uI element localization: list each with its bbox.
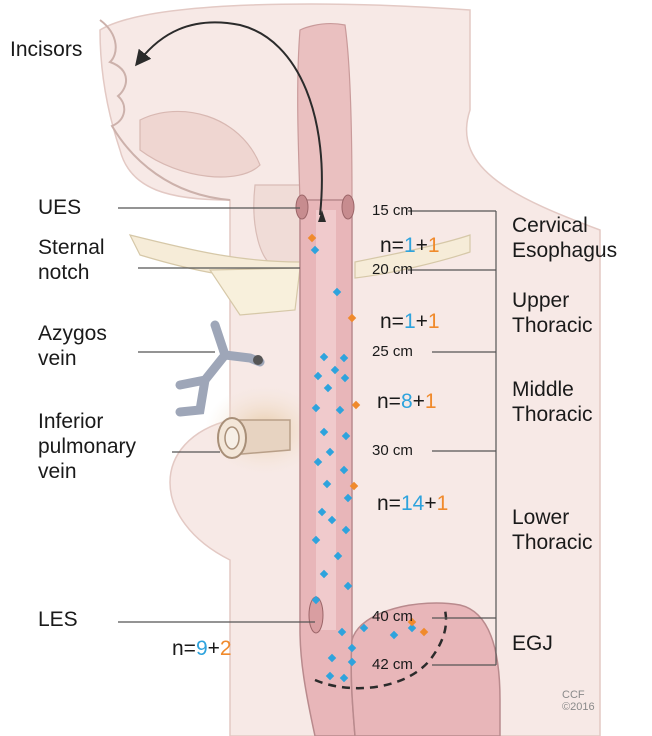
depth-25cm: 25 cm	[372, 343, 413, 360]
count-upper: n=1+1	[380, 310, 440, 334]
count-cervical: n=1+1	[380, 234, 440, 258]
segment-upper-thoracic: Upper Thoracic	[512, 289, 593, 339]
label-azygos-vein: Azygos vein	[38, 322, 107, 372]
pharynx	[298, 24, 352, 200]
count-egj: n=9+2	[172, 637, 232, 661]
label-ues: UES	[38, 196, 81, 221]
copyright: CCF ©2016	[562, 690, 595, 713]
depth-30cm: 30 cm	[372, 442, 413, 459]
esophagus-lumen	[316, 210, 336, 630]
depth-40cm: 40 cm	[372, 608, 413, 625]
segment-egj: EGJ	[512, 632, 553, 657]
segment-cervical-esophagus: Cervical Esophagus	[512, 214, 617, 264]
label-les: LES	[38, 608, 78, 633]
label-incisors: Incisors	[10, 38, 82, 63]
label-inferior-pulmonary-vein: Inferior pulmonary vein	[38, 410, 136, 484]
depth-42cm: 42 cm	[372, 656, 413, 673]
sternum	[210, 268, 300, 315]
count-middle: n=8+1	[377, 390, 437, 414]
segment-middle-thoracic: Middle Thoracic	[512, 378, 593, 428]
segment-lower-thoracic: Lower Thoracic	[512, 506, 593, 556]
depth-15cm: 15 cm	[372, 202, 413, 219]
label-sternal-notch: Sternal notch	[38, 236, 105, 286]
count-lower: n=14+1	[377, 492, 448, 516]
depth-20cm: 20 cm	[372, 261, 413, 278]
